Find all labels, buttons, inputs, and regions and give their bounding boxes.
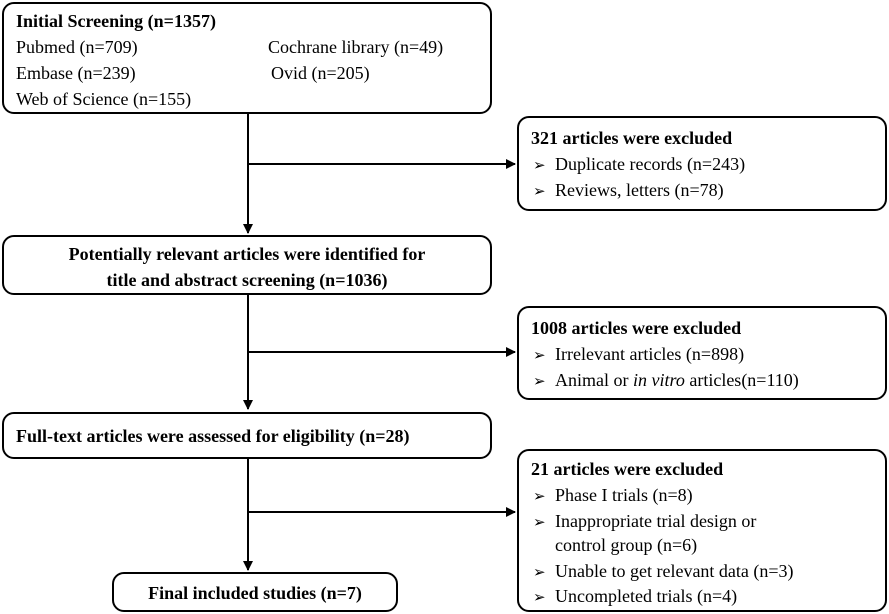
bullet-icon: ➢ <box>533 348 546 364</box>
relevant-line-2: title and abstract screening (n=1036) <box>106 270 388 290</box>
excluded-2-item: ➢Irrelevant articles (n=898) <box>533 343 744 367</box>
bullet-icon: ➢ <box>533 184 546 200</box>
bullet-icon: ➢ <box>533 374 546 390</box>
final-studies-box: Final included studies (n=7) <box>112 572 398 612</box>
initial-screening-title: Initial Screening (n=1357) <box>16 11 216 31</box>
excluded-1-item: ➢Reviews, letters (n=78) <box>533 179 724 203</box>
fulltext-label: Full-text articles were assessed for eli… <box>16 426 410 446</box>
fulltext-box: Full-text articles were assessed for eli… <box>2 412 492 459</box>
excluded-3-title: 21 articles were excluded <box>531 459 724 479</box>
excluded-3-item: ➢Uncompleted trials (n=4) <box>533 585 737 609</box>
bullet-icon: ➢ <box>533 565 546 581</box>
bullet-icon: ➢ <box>533 515 546 531</box>
source-ovid: Ovid (n=205) <box>271 63 370 83</box>
bullet-icon: ➢ <box>533 489 546 505</box>
relevant-articles-box: Potentially relevant articles were ident… <box>2 235 492 295</box>
initial-screening-box: Initial Screening (n=1357) Pubmed (n=709… <box>2 2 492 114</box>
bullet-icon: ➢ <box>533 590 546 606</box>
final-studies-label: Final included studies (n=7) <box>148 583 362 603</box>
excluded-2-item: ➢Animal or in vitro articles(n=110) <box>533 369 799 393</box>
source-embase: Embase (n=239) <box>16 63 136 83</box>
bullet-icon: ➢ <box>533 158 546 174</box>
relevant-line-1: Potentially relevant articles were ident… <box>68 244 426 264</box>
excluded-box-2: 1008 articles were excluded ➢Irrelevant … <box>517 306 887 400</box>
excluded-2-title: 1008 articles were excluded <box>531 318 742 338</box>
excluded-box-3: 21 articles were excluded ➢Phase I trial… <box>517 449 887 612</box>
source-cochrane: Cochrane library (n=49) <box>268 37 444 57</box>
source-pubmed: Pubmed (n=709) <box>16 37 138 57</box>
excluded-box-1: 321 articles were excluded ➢Duplicate re… <box>517 116 887 211</box>
excluded-3-item: ➢Phase I trials (n=8) <box>533 484 693 508</box>
excluded-3-item: ➢Unable to get relevant data (n=3) <box>533 560 794 584</box>
source-web-of-science: Web of Science (n=155) <box>16 89 192 109</box>
excluded-3-item: ➢Inappropriate trial design or <box>533 510 756 534</box>
excluded-1-item: ➢Duplicate records (n=243) <box>533 153 745 177</box>
excluded-1-title: 321 articles were excluded <box>531 128 733 148</box>
excluded-3-item-continuation: control group (n=6) <box>555 535 698 555</box>
